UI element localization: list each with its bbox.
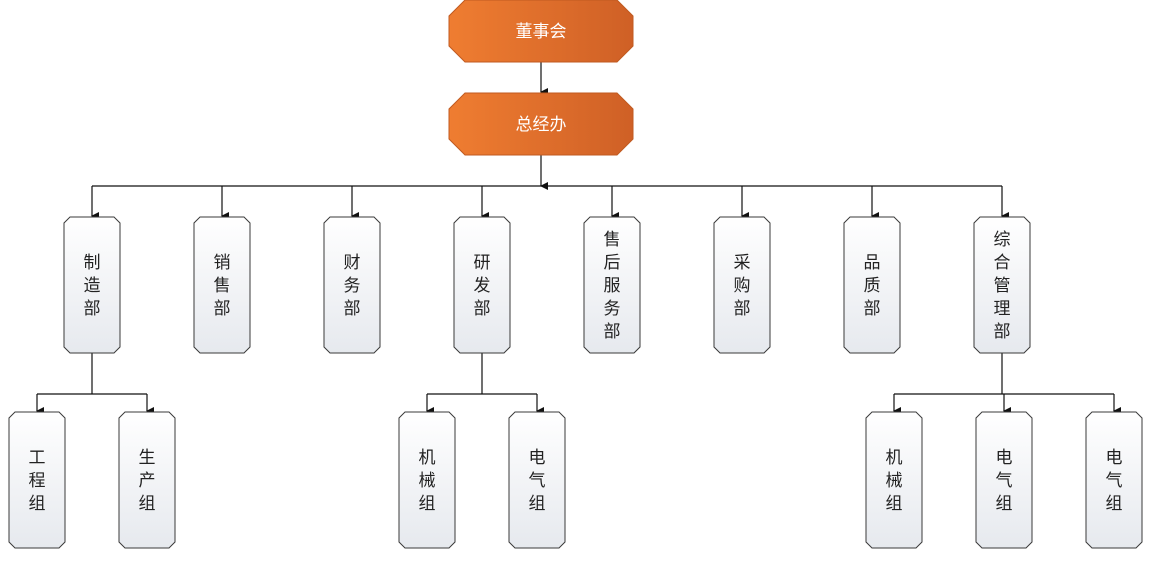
node-c1-shape <box>8 411 66 549</box>
node-c2: 生产组 <box>118 411 176 549</box>
node-board-shape <box>448 0 634 63</box>
node-c6-label: 电气组 <box>996 448 1013 514</box>
node-c2-shape <box>118 411 176 549</box>
node-c4-shape <box>508 411 566 549</box>
node-d2: 销售部 <box>193 216 251 354</box>
node-d7-shape <box>843 216 901 354</box>
node-c5: 机械组 <box>865 411 923 549</box>
node-d2-label: 销售部 <box>214 253 231 319</box>
node-d5: 售后服务部 <box>583 216 641 354</box>
node-c4-label: 电气组 <box>529 448 546 514</box>
node-d8: 综合管理部 <box>973 216 1031 354</box>
node-c4: 电气组 <box>508 411 566 549</box>
node-c7: 电气组 <box>1085 411 1143 549</box>
node-board: 董事会 <box>448 0 634 63</box>
node-d1-shape <box>63 216 121 354</box>
node-c1: 工程组 <box>8 411 66 549</box>
node-gm: 总经办 <box>448 92 634 156</box>
node-c5-shape <box>865 411 923 549</box>
node-c6-shape <box>975 411 1033 549</box>
node-d5-label: 售后服务部 <box>604 230 621 342</box>
node-d4: 研发部 <box>453 216 511 354</box>
node-c6: 电气组 <box>975 411 1033 549</box>
node-d3-shape <box>323 216 381 354</box>
node-d6-shape <box>713 216 771 354</box>
node-d4-label: 研发部 <box>474 253 491 319</box>
node-c2-label: 生产组 <box>139 448 156 514</box>
node-c5-label: 机械组 <box>886 448 903 514</box>
node-board-label: 董事会 <box>516 22 567 42</box>
node-d7-label: 品质部 <box>864 253 881 319</box>
node-c1-label: 工程组 <box>29 448 46 514</box>
node-d8-label: 综合管理部 <box>994 230 1011 342</box>
node-d7: 品质部 <box>843 216 901 354</box>
node-d6: 采购部 <box>713 216 771 354</box>
node-d1: 制造部 <box>63 216 121 354</box>
node-c3: 机械组 <box>398 411 456 549</box>
node-d4-shape <box>453 216 511 354</box>
node-gm-shape <box>448 92 634 156</box>
node-c7-shape <box>1085 411 1143 549</box>
node-c7-label: 电气组 <box>1106 448 1123 514</box>
node-c3-shape <box>398 411 456 549</box>
node-d6-label: 采购部 <box>734 253 751 319</box>
connector-lines <box>36 62 1121 415</box>
node-d5-shape <box>583 216 641 354</box>
node-gm-label: 总经办 <box>516 115 567 135</box>
node-c3-label: 机械组 <box>419 448 436 514</box>
node-d3: 财务部 <box>323 216 381 354</box>
node-d8-shape <box>973 216 1031 354</box>
node-d3-label: 财务部 <box>344 253 361 319</box>
node-d2-shape <box>193 216 251 354</box>
node-d1-label: 制造部 <box>84 253 101 319</box>
